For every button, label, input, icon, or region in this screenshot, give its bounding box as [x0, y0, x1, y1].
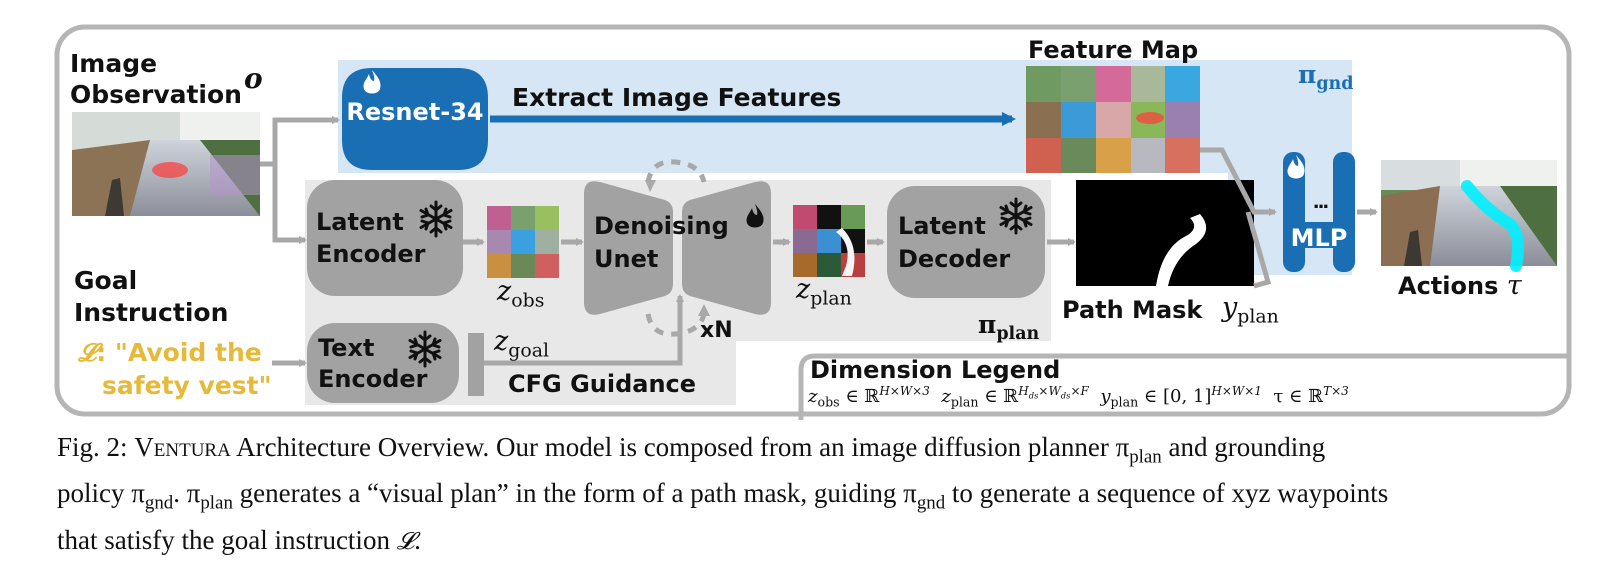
caption-line2: policy πgnd. πplan generates a “visual p… — [57, 478, 1389, 514]
actions-label: Actions τ — [1398, 270, 1522, 301]
observation-photo — [72, 112, 260, 216]
mlp-label: MLP — [1290, 224, 1348, 252]
image-observation-label: Image Observation — [70, 48, 242, 110]
z-plan-label: zplan — [796, 274, 852, 310]
caption-line1: Fig. 2: Ventura Architecture Overview. O… — [57, 432, 1326, 468]
resnet-label: Resnet-34 — [346, 98, 484, 126]
latent-encoder-label: Latent Encoder — [316, 206, 426, 270]
feature-map-label: Feature Map — [1028, 36, 1199, 64]
denoising-line1: Denoising — [594, 212, 729, 240]
latent-encoder-line2: Encoder — [316, 240, 426, 268]
text-encoder-box — [307, 323, 459, 403]
goal-quote-line1: : "Avoid the — [96, 338, 262, 367]
pi-plan-label: πplan — [978, 310, 1040, 344]
legend-item-zplan: zplan ∈ ℝHds×Wds×F — [941, 384, 1089, 410]
pi-gnd-label: πgnd — [1298, 60, 1354, 94]
latent-decoder-line1: Latent — [898, 212, 986, 240]
z-goal-bar — [468, 333, 484, 396]
goal-label-line1: Goal — [74, 266, 138, 295]
actions-photo — [1381, 160, 1557, 272]
mlp-block — [1283, 152, 1355, 272]
z-plan-tile — [793, 205, 865, 277]
path-mask-label: Path Mask — [1062, 296, 1203, 324]
cfg-label: CFG Guidance — [508, 370, 697, 398]
legend-items: zobs ∈ ℝH×W×3 zplan ∈ ℝHds×Wds×F yplan ∈… — [808, 384, 1349, 410]
legend-frame — [798, 353, 1569, 420]
text-encoder-label: Text Encoder — [318, 333, 428, 395]
legend-item-zobs: zobs ∈ ℝH×W×3 — [808, 384, 930, 410]
unet-left — [584, 181, 673, 315]
denoising-line2: Unet — [594, 245, 659, 273]
y-plan-label: yplan — [1222, 292, 1279, 328]
image-label-line2: Observation — [70, 80, 242, 109]
legend-item-yplan: yplan ∈ [0, 1]H×W×1 — [1100, 384, 1262, 410]
image-label-line1: Image — [70, 49, 158, 78]
caption-line3: that satisfy the goal instruction 𝓛. — [57, 524, 421, 555]
denoising-label: Denoising Unet — [594, 210, 729, 276]
latent-decoder-label: Latent Decoder — [898, 210, 1010, 276]
goal-quote-line2: safety vest" — [102, 371, 272, 400]
goal-label-line2: Instruction — [74, 298, 229, 327]
xn-label: xN — [700, 318, 733, 343]
legend-title: Dimension Legend — [810, 356, 1061, 384]
goal-label: Goal Instruction — [74, 265, 228, 329]
text-encoder-line1: Text — [318, 334, 375, 362]
obs-symbol: o — [244, 62, 263, 95]
path-mask-image — [1076, 180, 1254, 286]
z-obs-label: zobs — [497, 276, 545, 312]
latent-decoder-line2: Decoder — [898, 245, 1011, 273]
feature-map-grid — [1026, 66, 1200, 173]
z-goal-label: zgoal — [494, 326, 550, 362]
figure-caption: Fig. 2: Ventura Architecture Overview. O… — [57, 429, 1569, 560]
extract-label: Extract Image Features — [512, 83, 842, 112]
legend-item-tau: τ ∈ ℝT×3 — [1273, 384, 1349, 407]
latent-encoder-box — [307, 180, 463, 296]
goal-symbol: 𝓛 — [78, 338, 97, 367]
latent-encoder-line1: Latent — [316, 208, 404, 236]
resnet-box — [342, 68, 488, 170]
mlp-dots: ... — [1312, 192, 1330, 213]
goal-instruction-text: 𝓛: "Avoid the safety vest" — [78, 336, 272, 402]
text-encoder-line2: Encoder — [318, 365, 428, 393]
z-obs-tile — [487, 206, 559, 278]
